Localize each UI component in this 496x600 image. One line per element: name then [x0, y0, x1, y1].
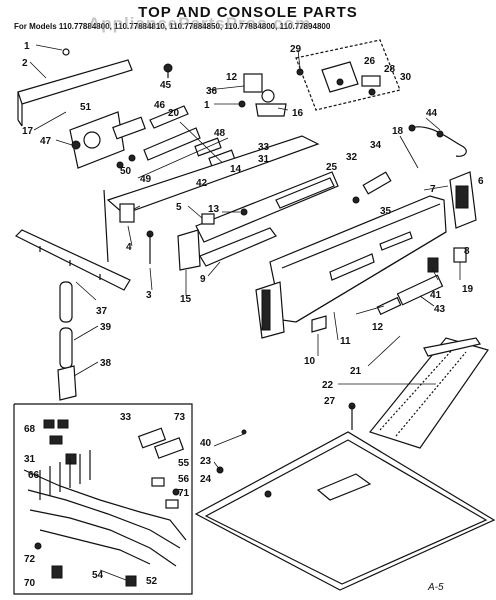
- callout-8: 8: [464, 246, 470, 257]
- lid-panel: [368, 337, 489, 449]
- callout-46: 46: [154, 100, 166, 111]
- callout-28: 28: [384, 64, 396, 75]
- callout-51: 51: [80, 102, 92, 113]
- callout-14: 14: [230, 164, 242, 175]
- callout-5: 5: [176, 202, 182, 213]
- console-rear-panel: [106, 135, 339, 267]
- cabinet-top: [194, 402, 496, 591]
- callout-42: 42: [196, 178, 208, 189]
- callout-31: 31: [258, 154, 270, 165]
- callout-34: 34: [370, 140, 382, 151]
- callout-9: 9: [200, 274, 206, 285]
- callout-2: 2: [22, 58, 28, 69]
- callout-18: 18: [392, 126, 404, 137]
- callout-54: 54: [92, 570, 104, 581]
- callout-47: 47: [40, 136, 52, 147]
- callout-33b: 33: [120, 412, 132, 423]
- callout-15: 15: [180, 294, 192, 305]
- callout-1: 1: [24, 41, 30, 52]
- callout-72: 72: [24, 554, 36, 565]
- callout-37: 37: [96, 306, 108, 317]
- callout-31b: 31: [24, 454, 36, 465]
- support-tubes: [57, 281, 77, 401]
- console-front-panel: [269, 195, 447, 323]
- callout-71: 71: [178, 488, 190, 499]
- callout-73: 73: [174, 412, 186, 423]
- callout-10: 10: [304, 356, 316, 367]
- callout-66: 66: [28, 470, 40, 481]
- callout-17: 17: [22, 126, 34, 137]
- callout-12: 12: [226, 72, 238, 83]
- callout-16: 16: [292, 108, 304, 119]
- watermark: AppliancePartsPros.com: [88, 14, 312, 33]
- callout-32: 32: [346, 152, 358, 163]
- callout-12b: 12: [372, 322, 384, 333]
- callout-22: 22: [322, 380, 334, 391]
- callout-7: 7: [430, 184, 436, 195]
- callout-11: 11: [340, 336, 351, 347]
- callout-55: 55: [178, 458, 190, 469]
- diagram-title: TOP AND CONSOLE PARTS: [138, 4, 358, 21]
- console-knobs: [352, 171, 467, 316]
- callout-43: 43: [434, 304, 446, 315]
- callout-36: 36: [206, 86, 218, 97]
- callout-38: 38: [100, 358, 112, 369]
- page-id: A-5: [427, 582, 444, 593]
- right-top-bracket: [295, 39, 401, 111]
- callout-50: 50: [120, 166, 132, 177]
- callout-27: 27: [324, 396, 336, 407]
- callout-23: 23: [200, 456, 212, 467]
- callout-21: 21: [350, 366, 362, 377]
- left-end-cap: [255, 281, 285, 339]
- end-bracket-assembly: [69, 111, 146, 169]
- leader-lines: [29, 44, 461, 581]
- callout-4: 4: [126, 242, 132, 253]
- callout-20: 20: [168, 108, 180, 119]
- console-small-parts: [103, 189, 327, 333]
- callout-1b: 1: [204, 100, 210, 111]
- callout-49: 49: [140, 174, 152, 185]
- callout-33: 33: [258, 142, 270, 153]
- callout-39: 39: [100, 322, 112, 333]
- trim-strip: [17, 48, 133, 127]
- callout-40: 40: [200, 438, 212, 449]
- callout-30: 30: [400, 72, 412, 83]
- callout-25: 25: [326, 162, 338, 173]
- callout-70: 70: [24, 578, 36, 589]
- callout-44: 44: [426, 108, 438, 119]
- wire-harness: [408, 124, 467, 157]
- callout-29: 29: [290, 44, 302, 55]
- right-end-cap: [449, 171, 477, 229]
- callout-24: 24: [200, 474, 212, 485]
- callout-41: 41: [430, 290, 442, 301]
- callout-35: 35: [380, 206, 392, 217]
- callout-26: 26: [364, 56, 376, 67]
- left-rail: [14, 229, 131, 291]
- model-numbers: For Models 110.77884800, 110.77884810, 1…: [14, 22, 331, 31]
- callout-56: 56: [178, 474, 190, 485]
- callout-labels: 1 2 17 47 51 50 49 45 36 12 46 20 48 33 …: [22, 41, 484, 589]
- timer-knob-parts: [163, 63, 287, 117]
- callout-52: 52: [146, 576, 158, 587]
- callout-13: 13: [208, 204, 220, 215]
- callout-68: 68: [24, 424, 36, 435]
- callout-19: 19: [462, 284, 474, 295]
- callout-48: 48: [214, 128, 226, 139]
- callout-3: 3: [146, 290, 152, 301]
- callout-45: 45: [160, 80, 172, 91]
- callout-6: 6: [478, 176, 484, 187]
- wiring-inset: [13, 403, 193, 595]
